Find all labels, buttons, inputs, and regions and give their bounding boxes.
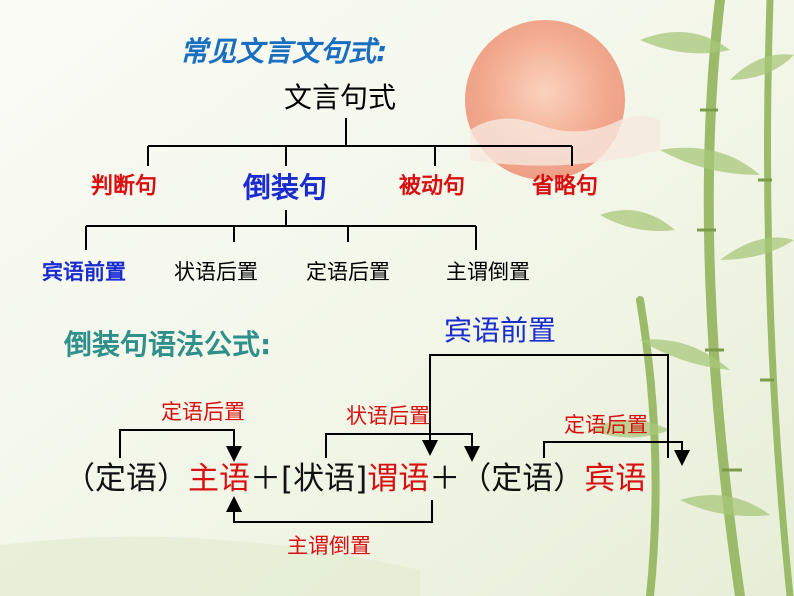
node-daozhuang: 倒装句 [243, 171, 328, 204]
arrow-dingyu-houzhi-1 [119, 429, 242, 462]
formula-object: 宾语 [584, 461, 647, 497]
grammar-formula: （定语）主语＋[状语]谓语＋（定语）宾语 [64, 464, 646, 495]
bamboo-leaves [590, 32, 794, 516]
label-binyu-qianzhi: 宾语前置 [444, 314, 557, 347]
label-dingyu-houzhi-2: 定语后置 [564, 413, 648, 437]
arrow-zhuwei-daozhi [226, 496, 433, 523]
label-zhuangyu-houzhi: 状语后置 [346, 404, 430, 428]
arrow-dingyu-houzhi-2 [543, 441, 690, 466]
formula-attributive-2: ＋（定语） [429, 461, 585, 497]
node-dingyu-houzhi: 定语后置 [306, 260, 390, 284]
formula-attributive-1: （定语） [64, 461, 188, 497]
heading-inversion-formula: 倒装句语法公式: [64, 328, 272, 361]
label-zhuwei-daozhi: 主谓倒置 [287, 534, 371, 558]
node-shenglue: 省略句 [532, 174, 599, 199]
node-beidong: 被动句 [399, 174, 466, 199]
arrow-zhuangyu-houzhi [325, 433, 480, 462]
node-panduan: 判断句 [91, 174, 158, 199]
formula-predicate: 谓语 [367, 461, 430, 497]
tree-root: 文言句式 [284, 81, 397, 114]
formula-adverbial: ＋[状语] [250, 461, 368, 497]
formula-subject: 主语 [188, 461, 250, 497]
label-dingyu-houzhi-1: 定语后置 [161, 400, 245, 424]
node-zhuangyu-houzhi: 状语后置 [174, 260, 258, 284]
node-binyu-qianzhi: 宾语前置 [42, 260, 126, 284]
bamboo-nodes [697, 108, 774, 472]
node-zhuwei-daozhi: 主谓倒置 [446, 260, 530, 284]
arrow-binyu-qianzhi [422, 354, 669, 458]
heading-common-sentence-types: 常见文言文句式: [180, 35, 388, 68]
